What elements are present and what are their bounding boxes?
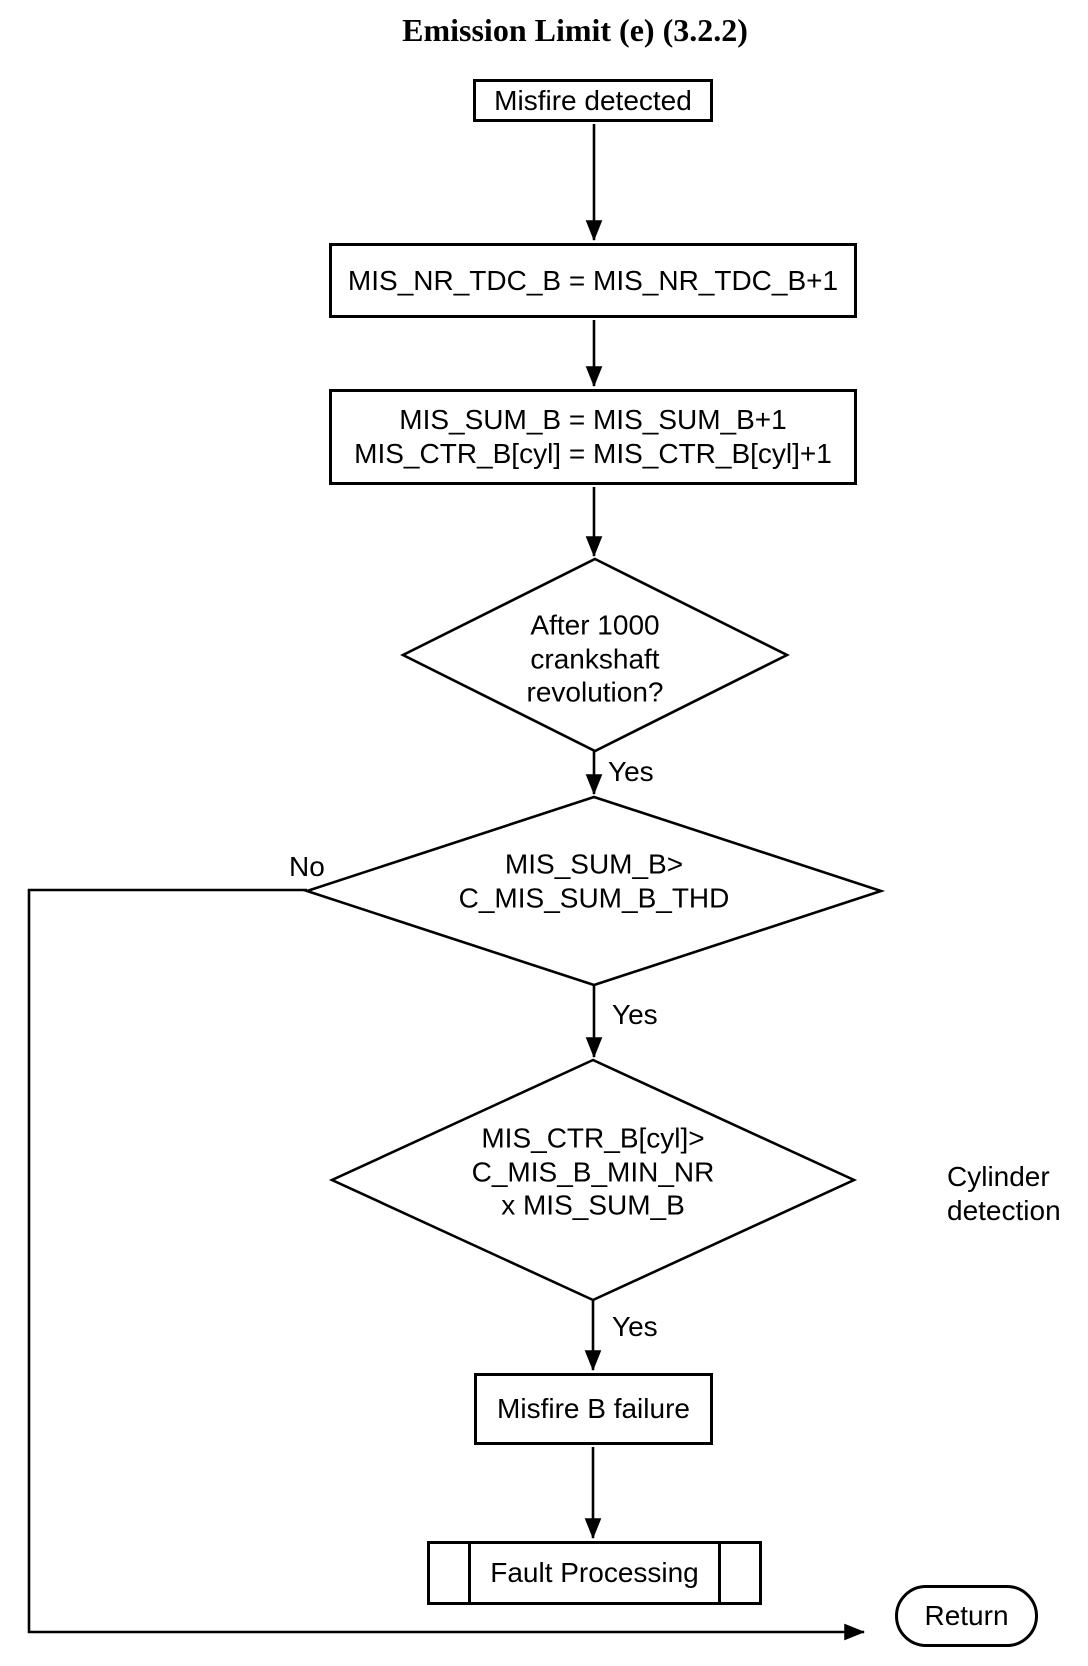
- edge-label-yes-1: Yes: [608, 756, 654, 787]
- node-fault-processing: Fault Processing: [427, 1541, 762, 1605]
- node-decision-revolutions-label: After 1000 crankshaft revolution?: [526, 609, 664, 708]
- edge-label-yes-3: Yes: [612, 1311, 658, 1342]
- no-feedback-line: [27, 888, 866, 1641]
- node-increment-tdc: MIS_NR_TDC_B = MIS_NR_TDC_B+1: [329, 243, 857, 318]
- node-fault-processing-label: Fault Processing: [490, 1557, 699, 1589]
- node-misfire-b-failure: Misfire B failure: [474, 1373, 713, 1445]
- edge-label-no: No: [289, 851, 325, 882]
- decision-sum-threshold-diamond-shape: [302, 795, 886, 987]
- decision-cyl-threshold-diamond-shape: [328, 1058, 858, 1302]
- edge-label-yes-2: Yes: [612, 999, 658, 1030]
- node-return: Return: [895, 1585, 1038, 1647]
- predefined-process-bar-left: [468, 1544, 471, 1602]
- node-decision-cyl-threshold-label: MIS_CTR_B[cyl]> C_MIS_B_MIN_NR x MIS_SUM…: [471, 1122, 715, 1221]
- node-misfire-detected: Misfire detected: [473, 79, 713, 122]
- diagram-title: Emission Limit (e) (3.2.2): [402, 12, 748, 48]
- node-decision-sum-threshold-label: MIS_SUM_B> C_MIS_SUM_B_THD: [458, 848, 730, 913]
- node-increment-counters: MIS_SUM_B = MIS_SUM_B+1 MIS_CTR_B[cyl] =…: [329, 389, 857, 485]
- cylinder-detection-annotation: Cylinder detection: [947, 1161, 1061, 1226]
- predefined-process-bar-right: [718, 1544, 721, 1602]
- decision-revolutions-diamond-shape: [400, 557, 790, 753]
